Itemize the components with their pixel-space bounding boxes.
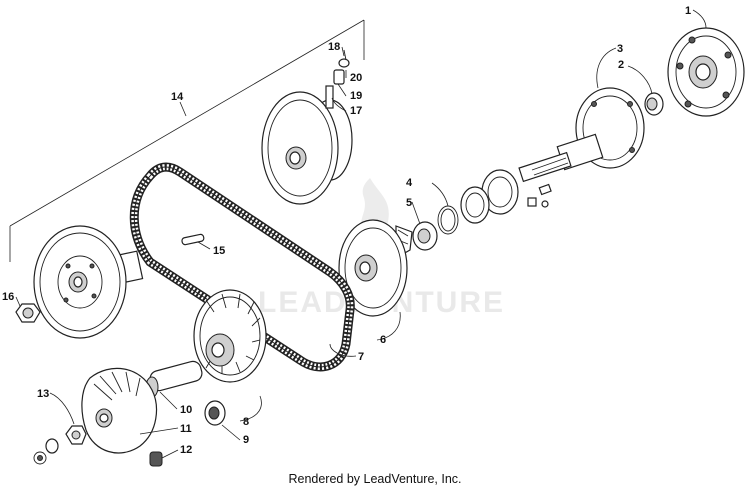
shaft-fasteners	[527, 183, 552, 208]
part-5-bearing	[412, 221, 438, 251]
part-8-moveable-sheave	[193, 289, 267, 383]
callout-15: 15	[213, 245, 225, 257]
callout-18: 18	[328, 41, 340, 53]
part-9-bearing	[204, 400, 226, 426]
callout-5: 5	[406, 197, 412, 209]
callout-3: 3	[617, 43, 623, 55]
part-10-sleeve	[145, 360, 203, 398]
callout-9: 9	[243, 434, 249, 446]
callout-8: 8	[243, 416, 249, 428]
part-4-snap-ring	[437, 205, 459, 235]
part-11-fixed-sheave	[81, 367, 158, 454]
render-credit: Rendered by LeadVenture, Inc.	[288, 472, 462, 486]
part-2-bushing	[644, 92, 664, 116]
callout-4: 4	[406, 177, 413, 189]
part-3-housing-shaft	[518, 87, 645, 183]
callout-1: 1	[685, 5, 691, 17]
clutch-spring-assembly	[460, 169, 519, 224]
callout-7: 7	[358, 351, 364, 363]
leader-lines	[9, 9, 707, 459]
callout-20: 20	[350, 72, 362, 84]
drive-pulley-disc	[33, 225, 144, 339]
callout-16: 16	[2, 291, 14, 303]
callout-14: 14	[171, 91, 184, 103]
part-15-pin	[181, 233, 205, 246]
part-7-drive-belt	[129, 162, 355, 372]
callout-6: 6	[380, 334, 386, 346]
callout-10: 10	[180, 404, 192, 416]
part-6-driven-sheave	[338, 219, 413, 317]
callout-11: 11	[180, 423, 192, 435]
part-17-upper-sheave	[261, 49, 353, 205]
part-1-clutch-cover	[667, 27, 745, 117]
part-16-nut	[15, 303, 41, 323]
callout-13: 13	[37, 388, 49, 400]
callout-2: 2	[618, 59, 624, 71]
part-12-spacer	[149, 451, 163, 467]
callout-labels: 1 2 3 4 5 6 7 8 9 10 11 12 13 14 15 16 1…	[2, 5, 691, 456]
callout-12: 12	[180, 444, 192, 456]
callout-19: 19	[350, 90, 362, 102]
callout-17: 17	[350, 105, 362, 117]
part-13-nut-washer	[33, 425, 87, 465]
